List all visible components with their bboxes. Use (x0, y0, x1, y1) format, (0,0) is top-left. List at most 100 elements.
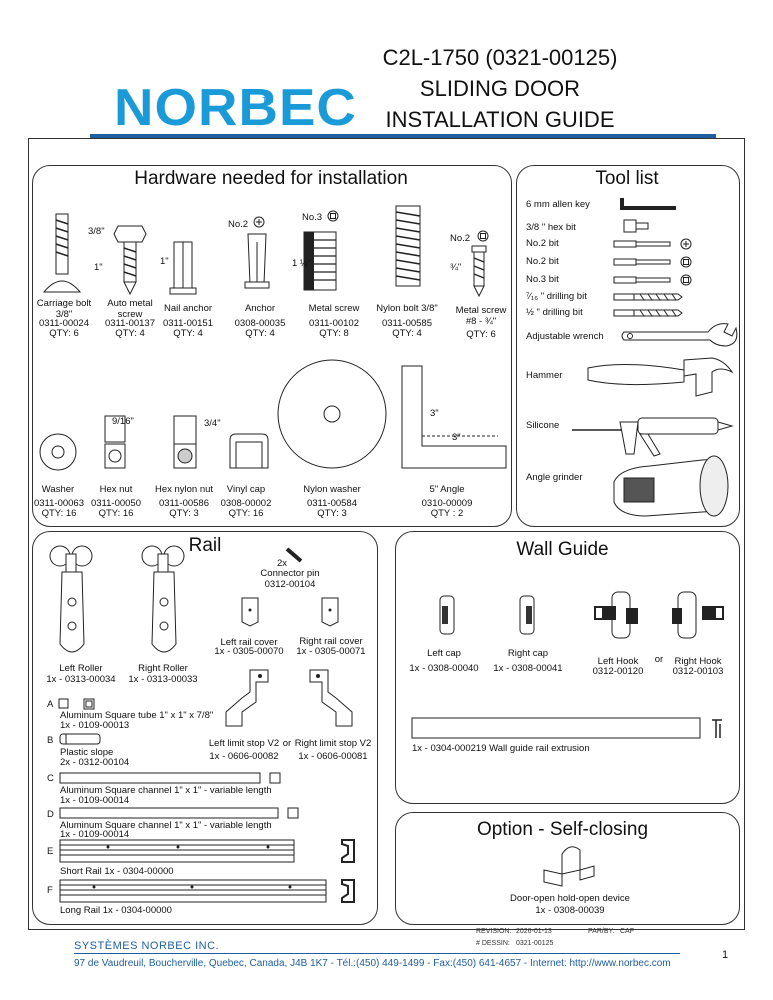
title-line-2: SLIDING DOOR (419, 76, 581, 101)
item-code: 0311-00586 (158, 498, 209, 509)
title-line-3: INSTALLATION GUIDE (385, 107, 615, 132)
plastic-slope-code: 2x - 0312-00104 (60, 757, 130, 768)
tool-no2-bit-a: No.2 bit (526, 238, 559, 249)
company-name: SYSTÈMES NORBEC INC. (74, 940, 220, 952)
carriage-bolt-icon (42, 213, 82, 293)
item-code: 0311-00584 (306, 498, 357, 509)
no2-bit-icon-a (613, 238, 692, 250)
item-qty: QTY: 16 (41, 508, 77, 519)
no3-bit-icon (613, 274, 692, 286)
left-roller-code: 1x - 0313-00034 (46, 674, 116, 685)
connector-qty: 2x (276, 558, 288, 569)
right-cap-code: 1x - 0308-00041 (493, 663, 563, 674)
item-name: Nail anchor (163, 303, 213, 314)
item-code: 0311-00050 (90, 498, 141, 509)
item-qty: QTY: 4 (245, 328, 275, 339)
tool-silicone: Silicone (526, 420, 560, 431)
item-letter-b: B (47, 735, 54, 746)
item-name: Metal screw #8 - ¾" (455, 305, 507, 327)
right-stop-code: 1x - 0606-00081 (298, 751, 368, 762)
short-rail-icon (59, 839, 355, 863)
title-line-1: C2L-1750 (0321-00125) (382, 45, 618, 70)
item-name: Carriage bolt 3/8" (36, 298, 92, 320)
vinyl-cap-icon (229, 433, 269, 469)
item-code: 0311-00151 (162, 318, 213, 329)
nylon-washer-icon (277, 359, 387, 469)
left-hook-code: 0312-00120 (592, 666, 644, 677)
dim-1b: 1" (160, 256, 169, 267)
tool-no2-bit-b: No.2 bit (526, 256, 559, 267)
left-stop-code: 1x - 0606-00082 (209, 751, 279, 762)
parby-label: PAR/BY: (588, 928, 615, 935)
revision-label: REVISION: (476, 928, 512, 935)
right-cover-name: Right rail cover (299, 636, 363, 647)
right-cap-name: Right cap (507, 648, 549, 659)
tool-allen-key: 6 mm allen key (526, 199, 590, 210)
item-name: Metal screw (308, 303, 360, 314)
hex-nut-icon (104, 415, 126, 469)
item-code: 0311-00102 (308, 318, 359, 329)
hardware-title: Hardware needed for installation (134, 168, 408, 189)
long-rail-name: Long Rail 1x - 0304-00000 (60, 905, 172, 916)
left-cap-code: 1x - 0308-00040 (409, 663, 479, 674)
item-name: Hex nylon nut (154, 484, 214, 495)
item-name: 5" Angle (429, 484, 465, 495)
anchor-icon (244, 233, 270, 289)
square-channel-c-icon (59, 772, 281, 784)
metal-screw-small-icon (471, 245, 487, 298)
hold-open-device-icon (543, 846, 595, 887)
hex-nylon-nut-icon (173, 415, 197, 469)
hold-open-device-name: Door-open hold-open device (510, 893, 630, 904)
item-code: 0310-00009 (421, 498, 473, 509)
nylon-bolt-icon (395, 205, 421, 287)
left-stop-name: Left limit stop V2 (208, 738, 280, 749)
item-qty: QTY: 6 (49, 328, 79, 339)
left-cover-code: 1x - 0305-00070 (214, 646, 284, 657)
item-name: Nylon bolt 3/8" (376, 303, 438, 314)
square-tube-name: Aluminum Square tube 1" x 1" x 7/8" (60, 710, 214, 721)
footer-rule (74, 953, 680, 954)
right-stop-name: Right limit stop V2 (294, 738, 372, 749)
item-qty: QTY: 4 (115, 328, 145, 339)
phillips-no2-icon-a (253, 216, 265, 228)
item-letter-a: A (47, 699, 54, 710)
square-channel-d-code: 1x - 0109-00014 (60, 829, 130, 840)
connector-name: Connector pin (260, 568, 320, 579)
wall-guide-extrusion-icon (411, 717, 722, 739)
item-name: Auto metal screw (107, 298, 153, 320)
item-qty: QTY: 16 (228, 508, 264, 519)
trademark: TM (262, 96, 274, 105)
item-code: 0311-00063 (33, 498, 84, 509)
tool-wrench: Adjustable wrench (526, 331, 604, 342)
item-name: Vinyl cap (226, 484, 266, 495)
tool-no3-bit: No.3 bit (526, 274, 559, 285)
item-name: Washer (41, 484, 75, 495)
or-label: or (282, 738, 292, 749)
hardware-panel (32, 165, 512, 527)
tool-drill-1-2: ½ " drilling bit (526, 307, 583, 318)
left-cap-icon (439, 595, 455, 635)
item-code: 0308-00035 (234, 318, 286, 329)
item-code: 0311-00137 (104, 318, 155, 329)
square-no3-icon (327, 210, 339, 222)
right-rail-cover-icon (321, 597, 339, 627)
left-hook-name: Left Hook (597, 656, 639, 667)
metal-screw-icon (303, 231, 337, 291)
dim-3-8: 3/8" (88, 226, 105, 237)
dim-1a: 1" (94, 262, 103, 273)
left-roller-icon (49, 545, 93, 653)
norbec-logo: NORBEC (114, 79, 357, 137)
dessin-value: 0321-00125 (516, 940, 554, 947)
item-code: 0308-00002 (220, 498, 272, 509)
dessin-label: # DESSIN: (476, 940, 510, 947)
no2-label-a: No.2 (228, 219, 249, 230)
page-number: 1 (721, 949, 729, 961)
item-qty: QTY: 16 (98, 508, 134, 519)
parby-value: CAF (620, 928, 634, 935)
item-letter-e: E (47, 846, 54, 857)
wrench-icon (621, 323, 738, 347)
right-cap-icon (519, 595, 535, 635)
item-qty: QTY: 3 (169, 508, 199, 519)
washer-icon (39, 433, 77, 471)
auto-metal-screw-icon (113, 225, 147, 296)
